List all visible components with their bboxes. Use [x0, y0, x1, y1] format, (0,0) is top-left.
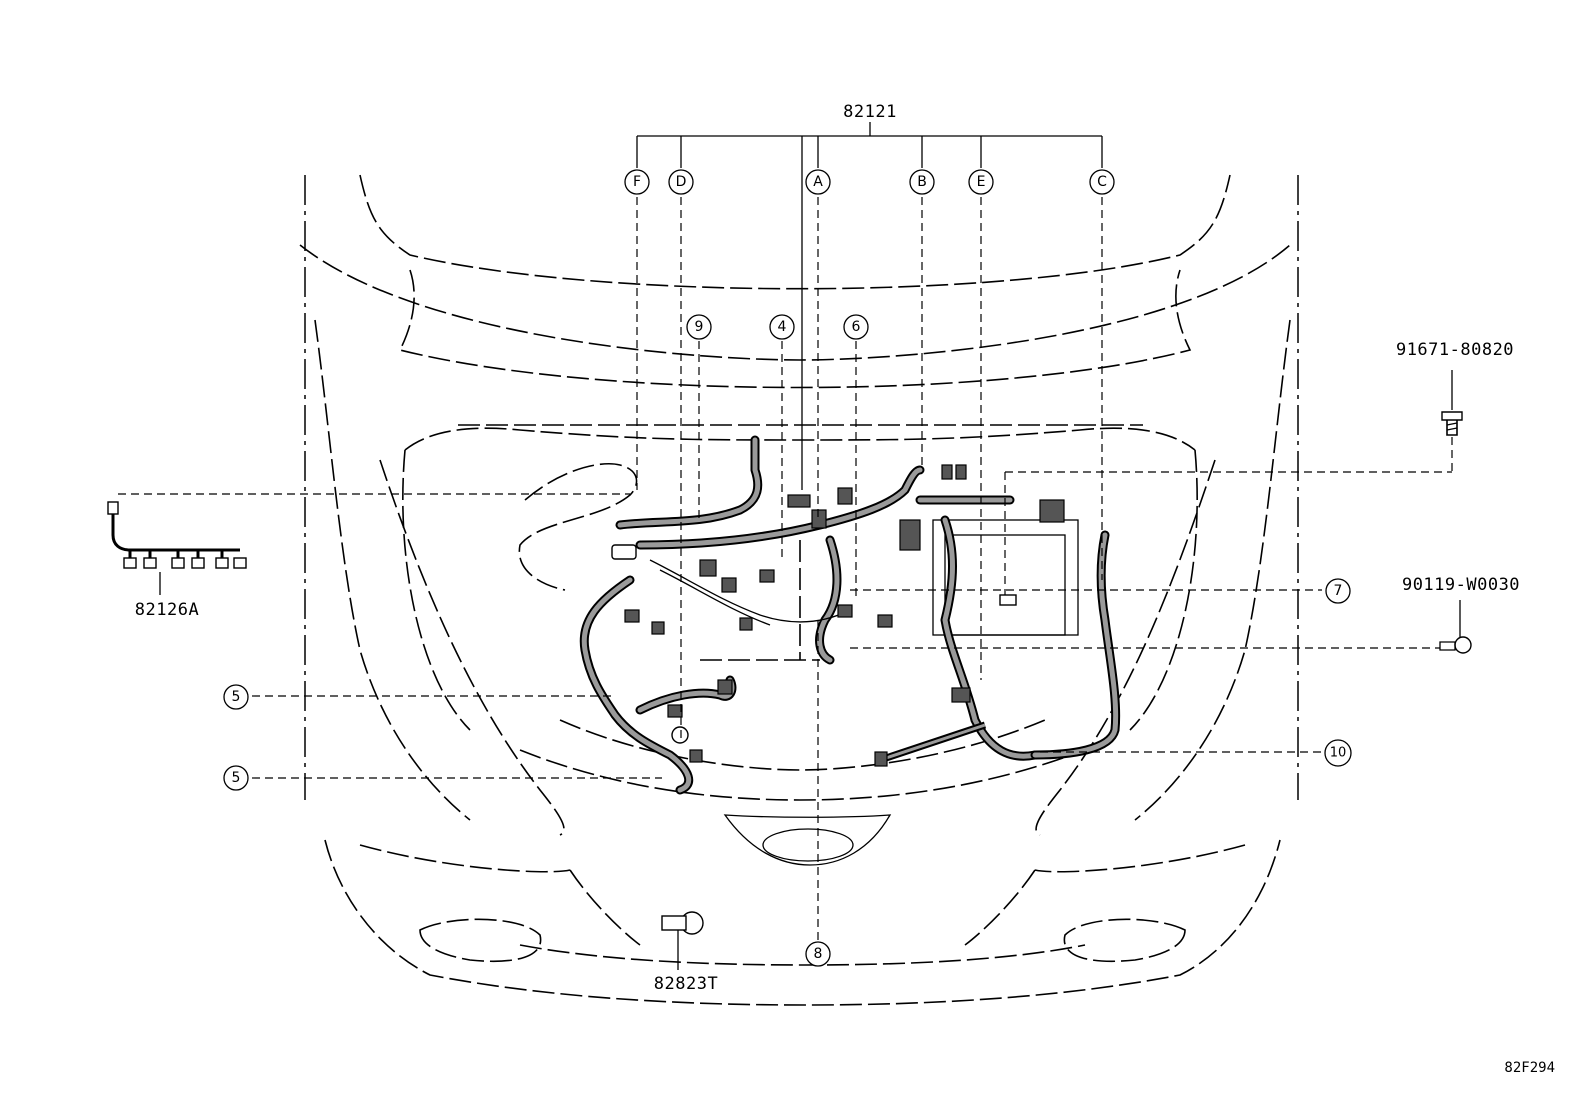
- svg-text:E: E: [977, 174, 986, 190]
- harness-bundle: [579, 435, 1121, 795]
- vehicle-outline: [299, 174, 1299, 1006]
- svg-text:10: 10: [1330, 746, 1347, 761]
- callout-6: 6: [843, 314, 869, 340]
- svg-text:8: 8: [814, 946, 823, 962]
- svg-text:6: 6: [852, 319, 861, 335]
- callout-a: A: [805, 169, 831, 195]
- part-label-91671-80820: 91671-80820: [1396, 340, 1514, 360]
- callout-8: 8: [805, 941, 831, 967]
- callout-9: 9: [686, 314, 712, 340]
- callout-d: D: [668, 169, 694, 195]
- figure-code: 82F294: [1504, 1060, 1555, 1076]
- callout-7: 7: [1325, 578, 1351, 604]
- callout-5-upper: 5: [223, 684, 249, 710]
- svg-text:5: 5: [232, 689, 241, 705]
- connectors: [611, 464, 1065, 767]
- svg-text:4: 4: [778, 319, 787, 335]
- callout-e: E: [968, 169, 994, 195]
- callout-4: 4: [769, 314, 795, 340]
- svg-text:B: B: [917, 174, 927, 190]
- callout-5-lower: 5: [223, 765, 249, 791]
- number-callouts: 9 4 6 7 5 5 10 8: [223, 314, 1352, 967]
- callout-b: B: [909, 169, 935, 195]
- svg-text:5: 5: [232, 770, 241, 786]
- leader-lines: [118, 122, 1453, 940]
- svg-text:D: D: [676, 174, 687, 190]
- bolt-90119-w0030: [1439, 600, 1472, 654]
- part-label-90119-w0030: 90119-W0030: [1402, 575, 1520, 595]
- bolt-91671-80820: [1441, 370, 1463, 436]
- clip-82823t: [661, 911, 704, 970]
- part-label-82121: 82121: [843, 102, 897, 122]
- part-label-82126a: 82126A: [135, 600, 199, 620]
- callout-f: F: [624, 169, 650, 195]
- svg-text:A: A: [813, 174, 823, 190]
- part-number-labels: 82121 82126A 82823T 91671-80820 90119-W0…: [135, 102, 1555, 1076]
- callout-c: C: [1089, 169, 1115, 195]
- part-label-82823t: 82823T: [654, 974, 718, 994]
- sub-harness-82126a: [107, 501, 247, 595]
- callout-10: 10: [1324, 739, 1352, 767]
- svg-text:F: F: [633, 174, 641, 190]
- svg-text:9: 9: [695, 319, 704, 335]
- svg-text:7: 7: [1334, 583, 1343, 599]
- letter-callouts: F D A B E C: [624, 169, 1115, 195]
- svg-text:C: C: [1097, 174, 1107, 190]
